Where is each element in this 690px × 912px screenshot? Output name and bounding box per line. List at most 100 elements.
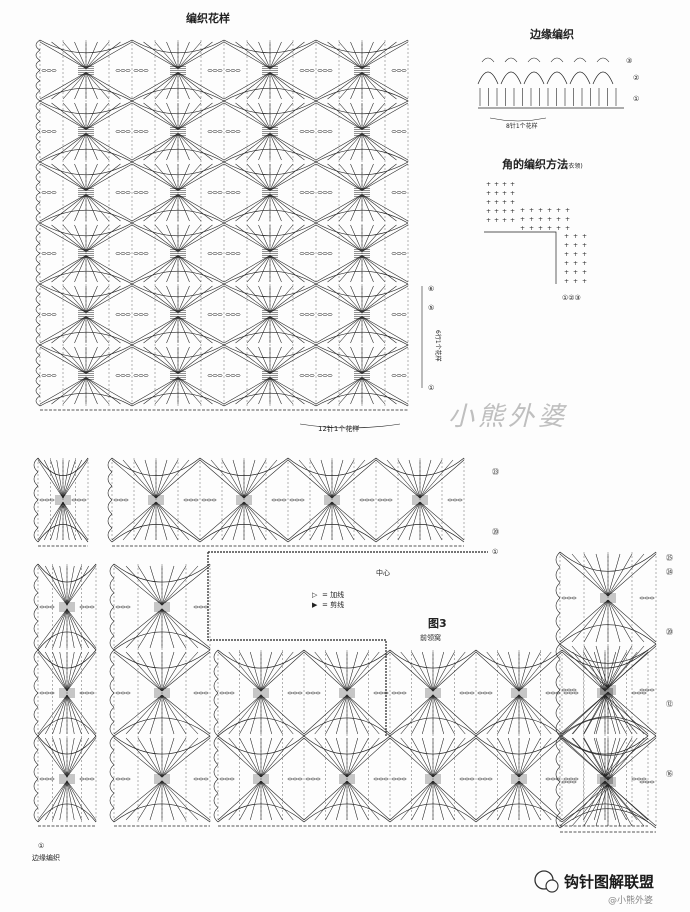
chain-loop [317, 252, 323, 255]
dc-stitch [327, 72, 363, 100]
chain-loop [310, 691, 316, 695]
dc-stitch [258, 224, 271, 252]
chain-loop [211, 498, 217, 502]
dc-stitch [607, 599, 645, 643]
turning-chain [213, 678, 219, 694]
chain-loop [401, 313, 407, 316]
dc-stitch [44, 459, 64, 499]
dc-stitch [325, 737, 348, 778]
dc-stitch [39, 133, 87, 161]
dc-stitch [269, 316, 305, 344]
dc-stitch [161, 780, 187, 821]
chain-loop [120, 191, 126, 194]
dc-stitch [74, 102, 87, 130]
dc-stitch [62, 501, 89, 541]
turning-chain [35, 171, 41, 183]
dc-stitch [327, 255, 363, 283]
dc-stitch [85, 194, 133, 222]
turning-chain [555, 812, 561, 829]
dc-stitch [258, 285, 271, 313]
edge-row-marker-1: ① [633, 95, 639, 103]
dc-stitch [235, 102, 271, 130]
chain-loop [41, 69, 47, 72]
chain-loop [235, 374, 241, 377]
turning-chain [555, 705, 561, 721]
dc-stitch [361, 255, 386, 283]
dc-stitch [243, 501, 256, 541]
chain-loop [217, 313, 223, 316]
chain-loop [44, 605, 50, 609]
turning-chain [33, 649, 39, 665]
dc-stitch [386, 501, 421, 541]
dc-stitch [243, 459, 267, 499]
dc-stitch [177, 41, 225, 69]
dc-stitch [39, 224, 87, 252]
turning-chain [33, 692, 39, 708]
dc-stitch [177, 377, 225, 405]
dc-stitch [161, 651, 211, 692]
fig3-top-marker-20: ⑳ [492, 528, 499, 536]
dc-stitch [52, 737, 68, 778]
corner-row-markers: ①②③ [562, 294, 581, 302]
dc-stitch [571, 737, 609, 781]
dc-stitch [432, 737, 455, 778]
chain-loop [644, 688, 650, 692]
dc-stitch [269, 377, 317, 405]
turning-chain [213, 707, 219, 722]
brand-handle: @小熊外婆 [608, 894, 653, 906]
dc-stitch [177, 102, 202, 130]
dc-stitch [235, 224, 271, 252]
chain-loop [212, 313, 218, 316]
dc-stitch [559, 737, 609, 781]
turning-chain [35, 49, 41, 61]
chain-loop [304, 313, 310, 316]
chain-loop [322, 191, 328, 194]
chain-loop [143, 130, 149, 133]
chain-loop [120, 605, 126, 609]
corner-stitch-symbol: + [502, 190, 507, 197]
dc-stitch [361, 255, 397, 283]
dc-stitch [350, 224, 363, 252]
dc-stitch [607, 645, 657, 689]
dc-stitch [350, 346, 363, 374]
dc-stitch [155, 459, 168, 499]
dc-stitch [327, 377, 363, 405]
front-neckline-chart [33, 457, 657, 833]
chain-loop [391, 69, 397, 72]
dc-stitch [177, 255, 190, 283]
chain-loop [51, 313, 57, 316]
corner-stitch-symbol: + [565, 207, 570, 214]
dc-stitch [149, 694, 163, 735]
dc-stitch [432, 737, 477, 778]
chain-loop [138, 69, 144, 72]
main-row-marker-5: ⑤ [428, 304, 434, 312]
dc-stitch [350, 72, 363, 100]
chain-loop [219, 777, 225, 781]
dc-stitch [269, 163, 305, 191]
dc-stitch [518, 780, 563, 821]
corner-stitch-symbol: + [502, 217, 507, 224]
chain-loop [550, 691, 556, 695]
dc-stitch [74, 377, 87, 405]
dc-stitch [269, 346, 282, 374]
dc-stitch [235, 163, 271, 191]
chain-loop [309, 191, 315, 194]
dc-stitch [232, 459, 245, 499]
dc-stitch [66, 694, 89, 735]
corner-stitch-symbol: + [573, 269, 578, 276]
dc-stitch [346, 694, 369, 735]
dc-stitch [51, 163, 87, 191]
dc-stitch [85, 102, 98, 130]
dc-stitch [51, 194, 87, 222]
dc-stitch [177, 102, 190, 130]
corner-stitch-symbol: + [494, 181, 499, 188]
dc-stitch [346, 651, 380, 692]
dc-stitch [51, 346, 87, 374]
chain-loop [203, 777, 209, 781]
dc-stitch [74, 346, 87, 374]
dc-stitch [314, 694, 348, 735]
dc-stitch [131, 224, 179, 252]
dc-stitch [45, 651, 68, 692]
dc-stitch [66, 780, 82, 821]
dc-stitch [559, 553, 609, 597]
